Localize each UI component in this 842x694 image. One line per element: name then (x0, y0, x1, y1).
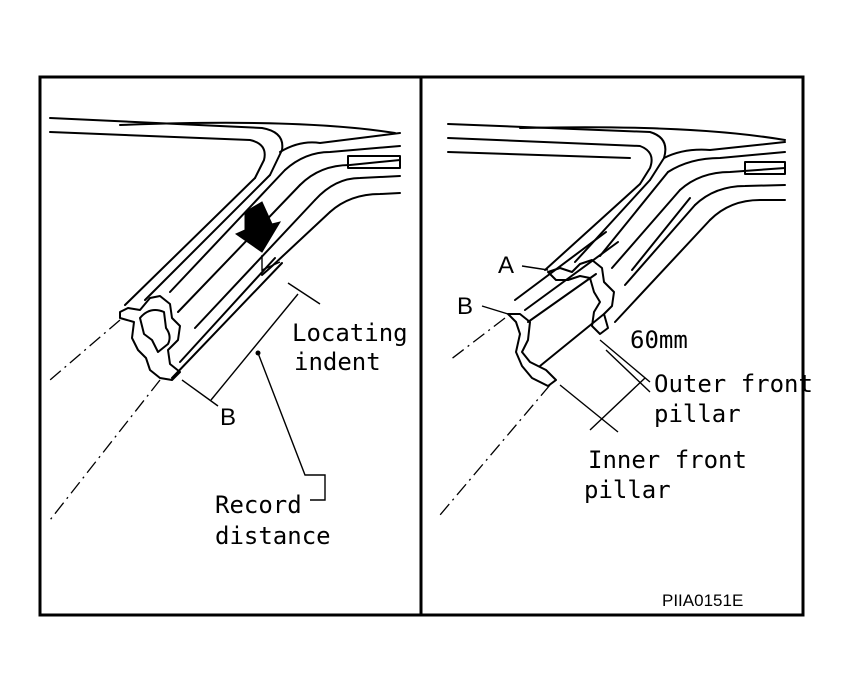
direction-arrow-icon (234, 201, 282, 253)
record-distance-label-line1: Record (215, 491, 302, 519)
outer-front-pillar-label-line2: pillar (654, 400, 741, 428)
record-distance-label-line2: distance (215, 522, 331, 550)
distance-60mm-label: 60mm (630, 326, 688, 354)
locating-indent-label-line2: indent (294, 348, 381, 376)
left-point-b-label: B (220, 404, 236, 431)
outer-front-pillar-label-line1: Outer front (654, 370, 813, 398)
inner-front-pillar-label-line2: pillar (584, 476, 671, 504)
right-point-a-label: A (498, 252, 514, 279)
inner-front-pillar-label-line1: Inner front (588, 446, 747, 474)
figure-code-label: PIIA0151E (662, 591, 743, 610)
left-panel-drawing (49, 117, 401, 521)
right-panel-drawing (439, 123, 786, 516)
locating-indent-label-line1: Locating (292, 319, 408, 347)
right-point-b-label: B (457, 293, 473, 320)
